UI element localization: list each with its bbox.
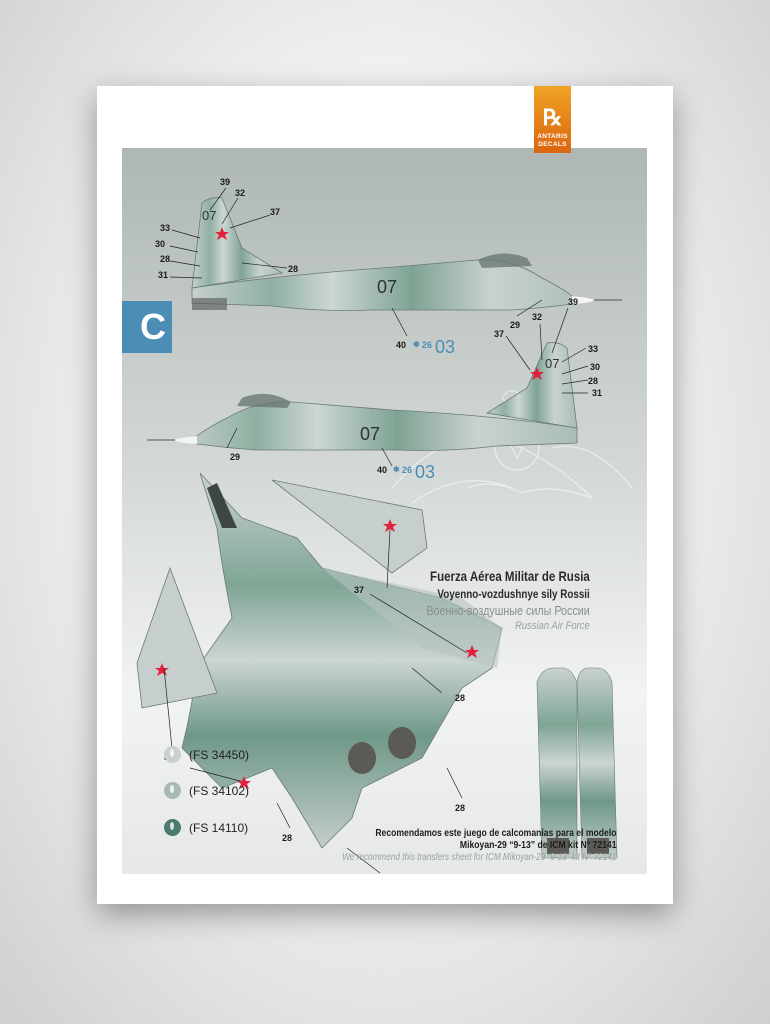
code-decal-top: ✱ 26 03	[413, 337, 455, 357]
title-russian: Военно-воздушные силы России	[426, 604, 590, 618]
callout-28: 28	[455, 693, 465, 703]
callout-37: 37	[270, 207, 280, 217]
svg-text:✱: ✱	[393, 465, 400, 474]
callout-40: 40	[396, 340, 406, 350]
paint-label: (FS 34102)	[189, 783, 250, 798]
fuselage-number: 07	[377, 277, 397, 297]
antaris-logo: ℞ ANTARIS DECALS	[534, 86, 571, 153]
callout-37: 37	[494, 329, 504, 339]
title-spanish: Fuerza Aérea Militar de Rusia	[430, 568, 590, 584]
callout-28: 28	[160, 254, 170, 264]
callout-40: 40	[377, 465, 387, 475]
recommendation-block: Recomendamos este juego de calcomanías p…	[282, 827, 616, 863]
title-transliteration: Voyenno-vozdushnye sily Rossii	[437, 587, 590, 601]
paint-drop-icon	[164, 782, 181, 799]
paint-label: (FS 34450)	[189, 747, 250, 762]
callout-29: 29	[230, 452, 240, 462]
code-decal-bottom: ✱ 26 03	[393, 462, 435, 482]
callout-28: 28	[282, 833, 292, 843]
tail-number: 07	[202, 208, 216, 223]
code-number: 03	[415, 462, 435, 482]
tail-number: 07	[545, 356, 559, 371]
side-view-left: 07 07	[191, 197, 622, 311]
callout-28: 28	[588, 376, 598, 386]
callout-28: 28	[455, 803, 465, 813]
logo-sub: DECALS	[538, 141, 567, 148]
recommend-line-2: Mikoyan-29 “9-13” de ICM kit N° 72141	[459, 839, 616, 851]
callout-33: 33	[588, 344, 598, 354]
code-number: 03	[435, 337, 455, 357]
callout-28: 28	[288, 264, 298, 274]
svg-text:✱: ✱	[413, 340, 420, 349]
callout-26: 26	[422, 340, 432, 350]
recommend-line-1: Recomendamos este juego de calcomanías p…	[374, 827, 616, 839]
callout-33: 33	[160, 223, 170, 233]
paint-swatch-1: (FS 34450)	[164, 746, 249, 763]
callout-32: 32	[532, 312, 542, 322]
artwork-panel: 07 07 07 07	[122, 148, 647, 874]
title-block: Fuerza Aérea Militar de Rusia Voyenno-vo…	[395, 568, 590, 632]
logo-brand: ANTARIS	[537, 133, 568, 140]
callout-30: 30	[155, 239, 165, 249]
red-star-icon	[530, 367, 544, 380]
callout-31: 31	[592, 388, 602, 398]
artwork: 07 07 07 07	[136, 177, 633, 874]
red-star-icon	[215, 227, 229, 240]
callout-37: 37	[354, 585, 364, 595]
paint-drop-icon	[164, 746, 181, 763]
red-star-icon	[237, 776, 251, 789]
paint-swatch-3: (FS 14110)	[164, 819, 248, 836]
callout-39: 39	[568, 297, 578, 307]
top-view	[181, 472, 503, 849]
paint-drop-icon	[164, 819, 181, 836]
side-view-right: 07 07	[147, 342, 578, 451]
callout-30: 30	[590, 362, 600, 372]
red-star-icon	[383, 519, 397, 532]
detached-wing-left	[136, 566, 218, 709]
detached-wing-right	[271, 479, 428, 574]
logo-mark-icon: ℞	[542, 105, 563, 130]
red-star-icon	[155, 663, 169, 676]
callout-32: 32	[235, 188, 245, 198]
callout-31: 31	[158, 270, 168, 280]
red-star-icon	[465, 645, 479, 658]
callout-26: 26	[402, 465, 412, 475]
title-english: Russian Air Force	[515, 620, 590, 632]
paint-swatch-2: (FS 34102)	[164, 782, 249, 799]
recommend-line-3: We recommend this transfers sheet for IC…	[341, 852, 616, 863]
decal-sheet: 07 07 07 07	[97, 86, 673, 904]
callout-lines	[163, 187, 589, 874]
underside-view	[536, 667, 618, 859]
fuselage-number: 07	[360, 424, 380, 444]
profile-letter-tab: C	[122, 301, 172, 353]
callout-39: 39	[220, 177, 230, 187]
paint-label: (FS 14110)	[189, 820, 249, 835]
callout-29: 29	[510, 320, 520, 330]
